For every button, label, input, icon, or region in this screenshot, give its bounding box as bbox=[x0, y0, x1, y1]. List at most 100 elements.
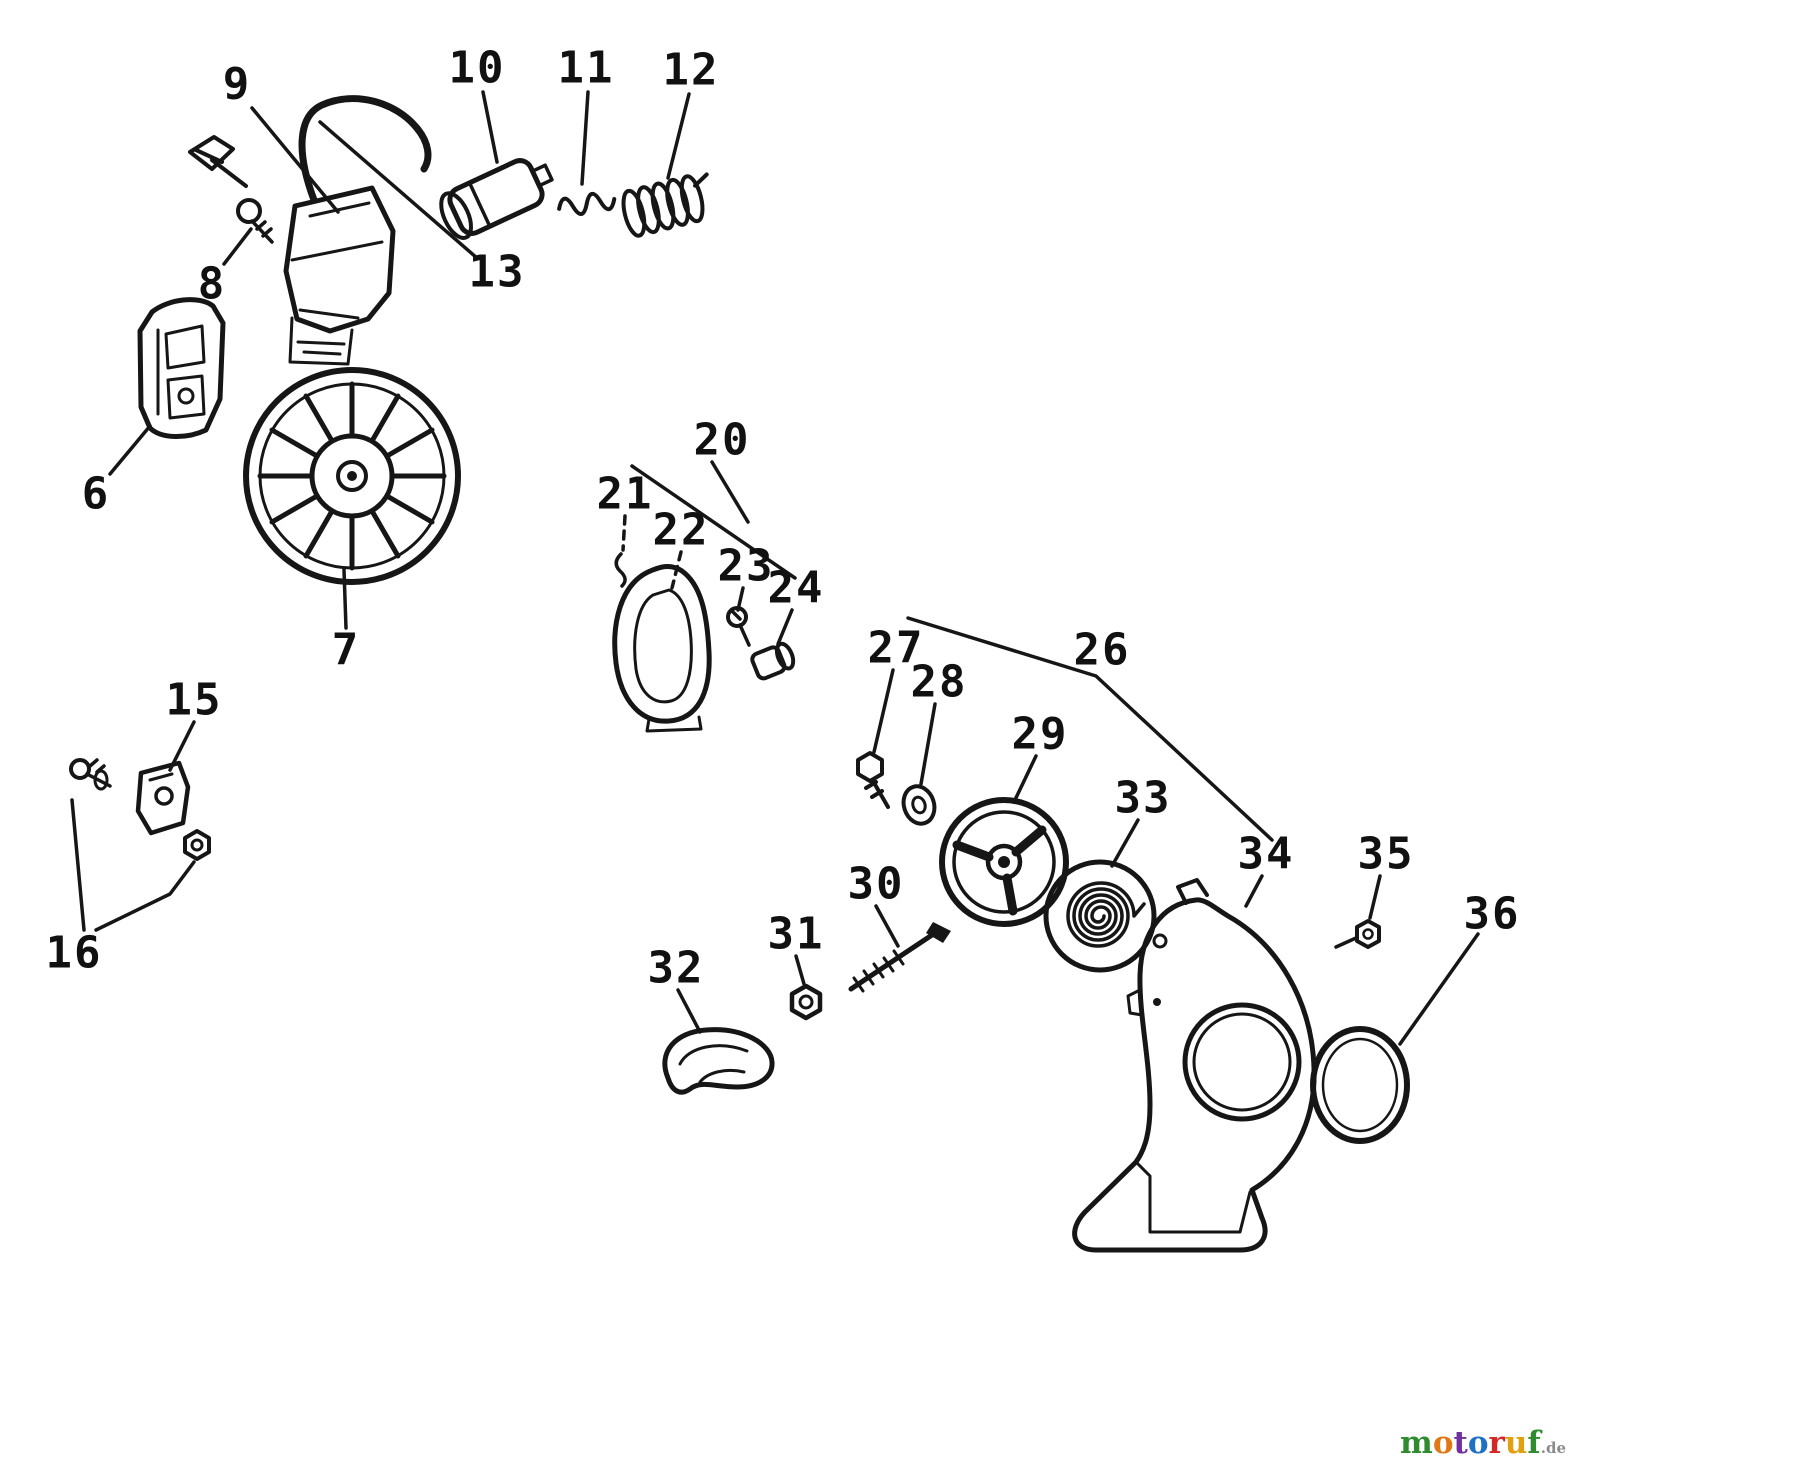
spiral-spring bbox=[1066, 881, 1146, 948]
starter-handle-32 bbox=[662, 1027, 775, 1095]
grommet-24 bbox=[750, 641, 796, 681]
part-number-13: 13 bbox=[469, 247, 526, 298]
leader-line-21 bbox=[621, 514, 627, 552]
part-number-24: 24 bbox=[768, 563, 825, 614]
leader-line-33 bbox=[1110, 818, 1140, 868]
spring-12-coil bbox=[665, 177, 690, 227]
part-number-33: 33 bbox=[1115, 773, 1172, 824]
leader-line-31 bbox=[794, 954, 806, 986]
part-number-34: 34 bbox=[1238, 829, 1295, 880]
cap-body bbox=[447, 158, 545, 236]
pulley-groove bbox=[952, 810, 1056, 914]
seal-ring-36 bbox=[1310, 1026, 1410, 1144]
screw-8 bbox=[236, 198, 274, 244]
cap-details bbox=[467, 163, 554, 229]
part-number-10: 10 bbox=[449, 43, 506, 94]
part-number-30: 30 bbox=[848, 859, 905, 910]
leader-line-24 bbox=[776, 608, 794, 646]
cover-group-20 bbox=[612, 552, 796, 733]
spring-case-ring bbox=[1043, 859, 1157, 973]
leader-line-8 bbox=[222, 227, 253, 266]
leader-line-12 bbox=[666, 92, 691, 180]
ignition-module-6 bbox=[137, 297, 226, 439]
washer-28-hole bbox=[911, 795, 927, 815]
recoil-spring-33 bbox=[1043, 859, 1157, 973]
bolt-27 bbox=[856, 751, 890, 809]
part-number-8: 8 bbox=[198, 259, 227, 310]
handle-outline bbox=[662, 1027, 775, 1095]
part-number-31: 31 bbox=[768, 909, 825, 960]
lock-washer bbox=[93, 769, 109, 791]
screw-30-shaft bbox=[848, 928, 941, 992]
module-details bbox=[156, 324, 206, 420]
part-number-20: 20 bbox=[694, 415, 751, 466]
flywheel-7 bbox=[243, 367, 461, 585]
leader-line-11 bbox=[580, 90, 590, 186]
part-number-16: 16 bbox=[46, 928, 103, 979]
bolt-35-center bbox=[1362, 928, 1374, 940]
clip-21 bbox=[614, 552, 627, 588]
part-number-26: 26 bbox=[1074, 625, 1131, 676]
nut-31-body bbox=[789, 983, 823, 1021]
bolt-35-tip bbox=[1334, 936, 1358, 949]
spring-12-coil bbox=[679, 174, 705, 224]
leader-line-16-1 bbox=[94, 860, 196, 932]
wire-terminal bbox=[188, 135, 248, 188]
part-number-22: 22 bbox=[653, 505, 710, 556]
leader-line-10 bbox=[481, 90, 499, 164]
housing-opening bbox=[1182, 1002, 1302, 1122]
bracket-edge bbox=[148, 772, 174, 782]
bracket-hole bbox=[154, 786, 174, 806]
bolt-35 bbox=[1334, 919, 1381, 949]
housing-ear bbox=[1176, 878, 1209, 905]
leader-line-27 bbox=[872, 668, 895, 754]
leader-line-7 bbox=[342, 568, 348, 630]
leader-line-6 bbox=[108, 424, 152, 476]
part-drawings bbox=[69, 95, 1410, 1253]
spring-12 bbox=[621, 172, 709, 238]
leader-line-16 bbox=[70, 798, 86, 932]
leader-line-29 bbox=[1012, 754, 1038, 804]
bolt-head-16 bbox=[69, 758, 91, 780]
high-tension-wire bbox=[298, 95, 432, 204]
part-number-28: 28 bbox=[911, 657, 968, 708]
leader-line-36 bbox=[1398, 932, 1480, 1046]
module-hole bbox=[177, 387, 195, 405]
washer-28 bbox=[901, 784, 937, 826]
part-number-9: 9 bbox=[223, 59, 252, 110]
ring-inner bbox=[1321, 1037, 1399, 1133]
watermark-letter: m bbox=[1400, 1425, 1433, 1461]
nut-31 bbox=[789, 983, 823, 1021]
coil-details bbox=[288, 201, 384, 366]
cover-22-inner bbox=[633, 588, 703, 733]
watermark-domain-suffix: .de bbox=[1540, 1439, 1567, 1457]
grommet-body bbox=[750, 645, 787, 681]
housing-opening-inner bbox=[1192, 1012, 1292, 1112]
leader-line-23 bbox=[736, 586, 745, 612]
leader-line-20-1 bbox=[630, 464, 797, 580]
watermark-letter: f bbox=[1527, 1425, 1541, 1461]
nut-16 bbox=[183, 829, 211, 861]
flywheel-fins bbox=[257, 381, 447, 571]
screw-30-head bbox=[926, 922, 951, 943]
part-number-27: 27 bbox=[868, 623, 925, 674]
leader-line-34 bbox=[1244, 874, 1264, 908]
spring-11-coils bbox=[557, 191, 617, 216]
ignition-coil bbox=[283, 95, 432, 366]
leader-line-15 bbox=[168, 720, 196, 772]
spring-12-coil bbox=[650, 181, 676, 231]
grommet-face bbox=[774, 641, 796, 671]
part-number-36: 36 bbox=[1464, 889, 1521, 940]
part-number-7: 7 bbox=[332, 625, 361, 676]
spring-12-coil bbox=[636, 185, 661, 235]
part-number-35: 35 bbox=[1358, 829, 1415, 880]
watermark-letter: r bbox=[1488, 1425, 1505, 1461]
pulley-rim bbox=[939, 797, 1069, 927]
spark-plug-cap-10 bbox=[439, 158, 554, 240]
cap-end bbox=[439, 191, 473, 240]
handle-detail bbox=[678, 1044, 749, 1084]
leader-line-28 bbox=[919, 702, 937, 786]
nut-31-bore bbox=[798, 994, 814, 1010]
bolt-27-shaft bbox=[864, 779, 890, 809]
